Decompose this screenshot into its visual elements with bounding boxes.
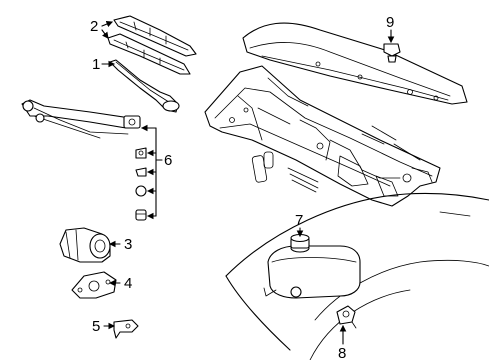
- leader-lines: [101, 20, 395, 345]
- wiper-blade-upper: [113, 15, 197, 57]
- callout-3: 3: [124, 236, 132, 253]
- wiper-blade-lower: [107, 33, 191, 75]
- callout-2: 2: [90, 18, 98, 35]
- wiper-motor: [59, 227, 111, 263]
- linkage-hardware: [135, 147, 147, 221]
- washer-pump: [336, 305, 357, 329]
- cowl-body-structure: [204, 65, 441, 207]
- cowl-top-panel: [242, 22, 468, 105]
- wiper-arm: [109, 59, 180, 113]
- callout-4: 4: [124, 275, 132, 292]
- washer-nozzle: [113, 319, 139, 339]
- callout-6: 6: [164, 152, 172, 169]
- callout-9: 9: [386, 14, 394, 31]
- callout-8: 8: [338, 345, 346, 360]
- wiper-linkage: [21, 99, 141, 139]
- callout-5: 5: [92, 318, 100, 335]
- pivot-nut: [383, 43, 401, 63]
- washer-reservoir: [263, 233, 361, 299]
- callout-1: 1: [92, 56, 100, 73]
- callout-7: 7: [295, 212, 303, 229]
- motor-bracket: [71, 271, 117, 299]
